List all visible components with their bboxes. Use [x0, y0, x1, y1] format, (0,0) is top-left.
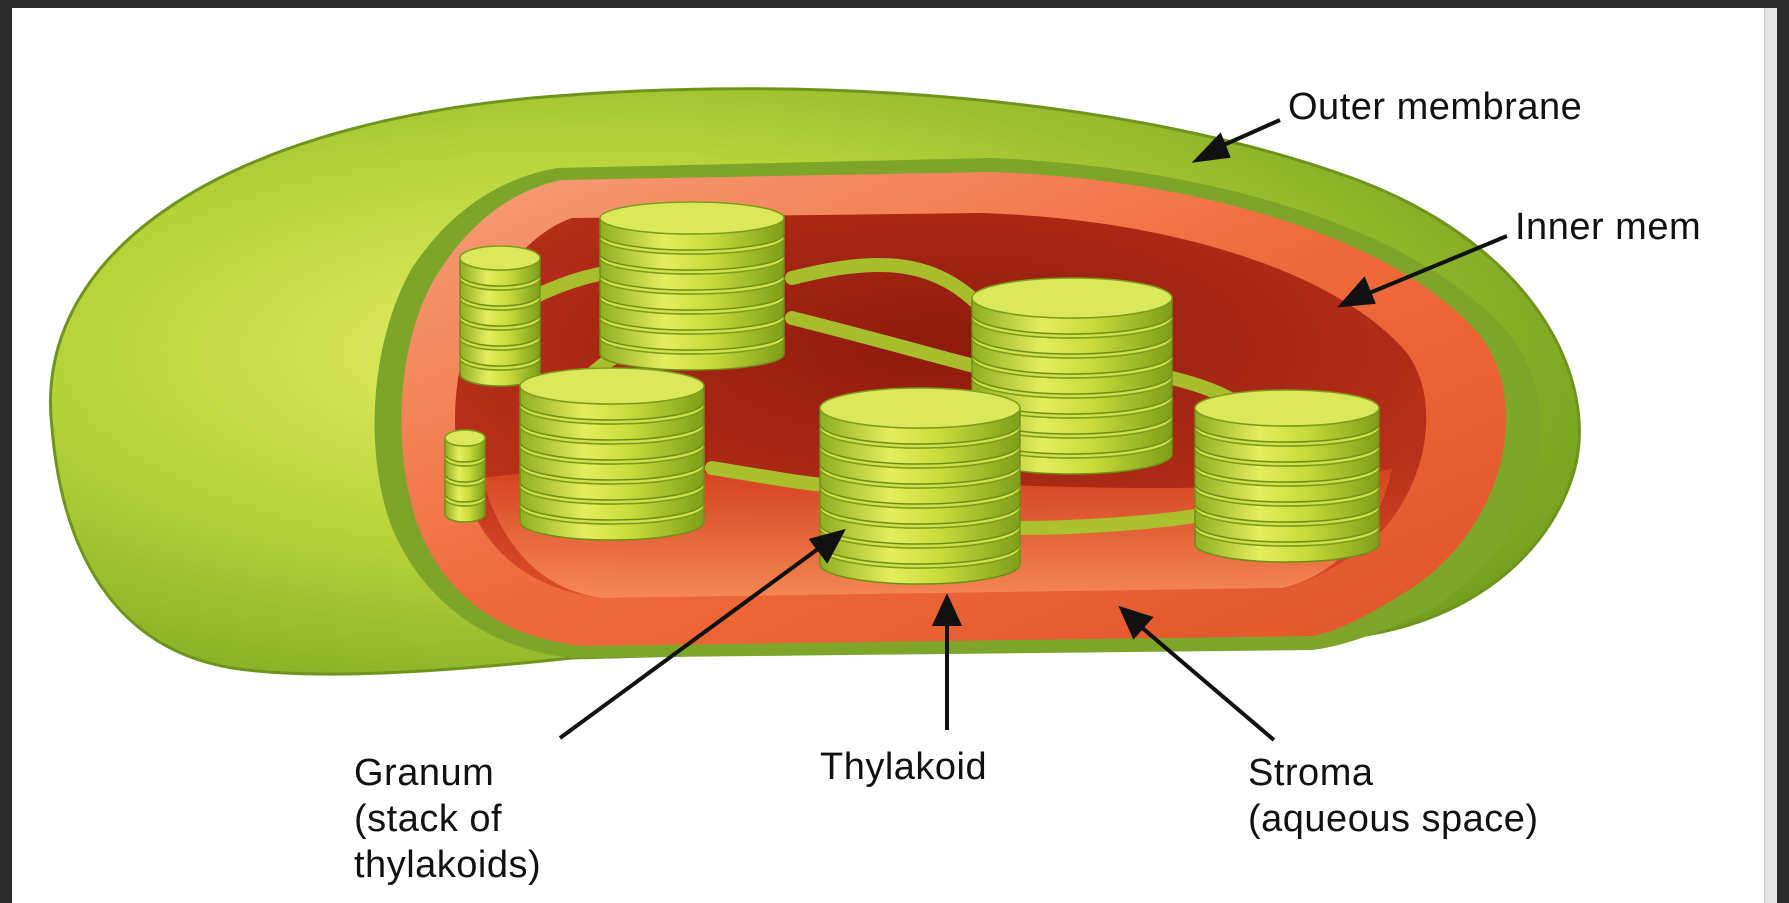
- label-thylakoid: Thylakoid: [820, 744, 987, 790]
- label-granum-line-3: thylakoids): [354, 842, 541, 888]
- label-stroma: Stroma (aqueous space): [1248, 750, 1539, 842]
- image-frame: Outer membrane Inner mem Granum (stack o…: [12, 8, 1777, 903]
- right-scrollbar[interactable]: [1764, 8, 1777, 903]
- label-inner-membrane: Inner mem: [1515, 204, 1701, 250]
- arrow-outer-membrane: [1217, 120, 1280, 148]
- thylakoid-disk-top: [520, 368, 704, 404]
- thylakoid-disk-top: [820, 388, 1020, 428]
- thylakoid-disk-top: [600, 202, 784, 234]
- granum-stack: [1195, 390, 1379, 562]
- granum-stack: [820, 388, 1020, 584]
- thylakoid-disk-top: [1195, 390, 1379, 426]
- granum-stack: [520, 368, 704, 540]
- thylakoid-disk-top: [972, 278, 1172, 318]
- label-granum-line-1: Granum: [354, 750, 541, 796]
- granum-stack: [460, 246, 540, 386]
- thylakoid-disk-top: [460, 246, 540, 270]
- label-granum-line-2: (stack of: [354, 796, 541, 842]
- granum-stack: [600, 202, 784, 370]
- label-granum: Granum (stack of thylakoids): [354, 750, 541, 888]
- thylakoid-disk-top: [445, 430, 485, 446]
- label-outer-membrane: Outer membrane: [1288, 84, 1582, 130]
- label-stroma-line-2: (aqueous space): [1248, 796, 1539, 842]
- granum-stack: [445, 430, 485, 522]
- label-stroma-line-1: Stroma: [1248, 750, 1539, 796]
